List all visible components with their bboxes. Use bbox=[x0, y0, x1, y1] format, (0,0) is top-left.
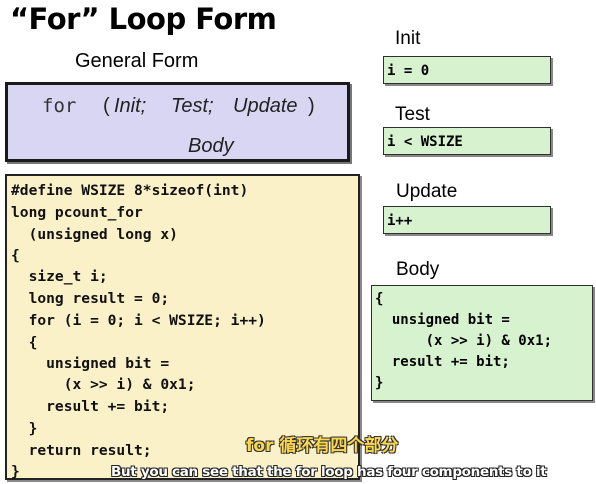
body-box: { unsigned bit = (x >> i) & 0x1; result … bbox=[371, 285, 593, 401]
code-line: result += bit; bbox=[11, 398, 170, 415]
code-line: { bbox=[11, 334, 38, 351]
init-part: Init; bbox=[114, 95, 147, 117]
code-line: long result = 0; bbox=[11, 290, 170, 307]
for-keyword: for bbox=[42, 95, 77, 117]
body-code-line: { bbox=[375, 291, 384, 307]
code-line: long pcount_for bbox=[11, 204, 143, 221]
code-line: unsigned bit = bbox=[11, 355, 170, 372]
update-box: i++ bbox=[383, 206, 551, 234]
body-code-line: } bbox=[375, 375, 384, 391]
close-paren: ) bbox=[308, 95, 315, 117]
init-code: i = 0 bbox=[387, 63, 430, 79]
code-line: size_t i; bbox=[11, 268, 108, 285]
test-code: i < WSIZE bbox=[387, 134, 463, 150]
body-code-line: result += bit; bbox=[375, 354, 510, 370]
body-part: Body bbox=[188, 135, 234, 157]
general-form-label: General Form bbox=[75, 50, 199, 72]
slide-title: “For” Loop Form bbox=[10, 2, 277, 36]
code-line: } bbox=[11, 420, 38, 437]
body-code-line: unsigned bit = bbox=[375, 312, 510, 328]
code-line: (x >> i) & 0x1; bbox=[11, 376, 196, 393]
code-line: } bbox=[11, 463, 20, 480]
update-part: Update bbox=[233, 95, 298, 117]
body-code-line: (x >> i) & 0x1; bbox=[375, 333, 553, 349]
code-line: for (i = 0; i < WSIZE; i++) bbox=[11, 312, 266, 329]
update-label: Update bbox=[396, 181, 458, 202]
init-box: i = 0 bbox=[383, 56, 551, 84]
test-label: Test bbox=[395, 104, 430, 125]
subtitle-chinese: for 循环有四个部分 bbox=[246, 436, 399, 456]
subtitle-english: But you can see that the for loop has fo… bbox=[111, 464, 547, 480]
test-part: Test; bbox=[171, 95, 214, 117]
general-form-box: for ( Init; Test; Update ) Body bbox=[5, 82, 350, 162]
code-line: #define WSIZE 8*sizeof(int) bbox=[11, 182, 249, 199]
code-line: (unsigned long x) bbox=[11, 226, 178, 243]
code-line: { bbox=[11, 247, 20, 264]
body-label: Body bbox=[396, 259, 440, 280]
code-line: return result; bbox=[11, 442, 152, 459]
test-box: i < WSIZE bbox=[383, 127, 551, 155]
code-box: #define WSIZE 8*sizeof(int) long pcount_… bbox=[5, 174, 360, 480]
open-paren: ( bbox=[103, 95, 110, 117]
update-code: i++ bbox=[387, 213, 413, 229]
init-label: Init bbox=[395, 28, 421, 49]
